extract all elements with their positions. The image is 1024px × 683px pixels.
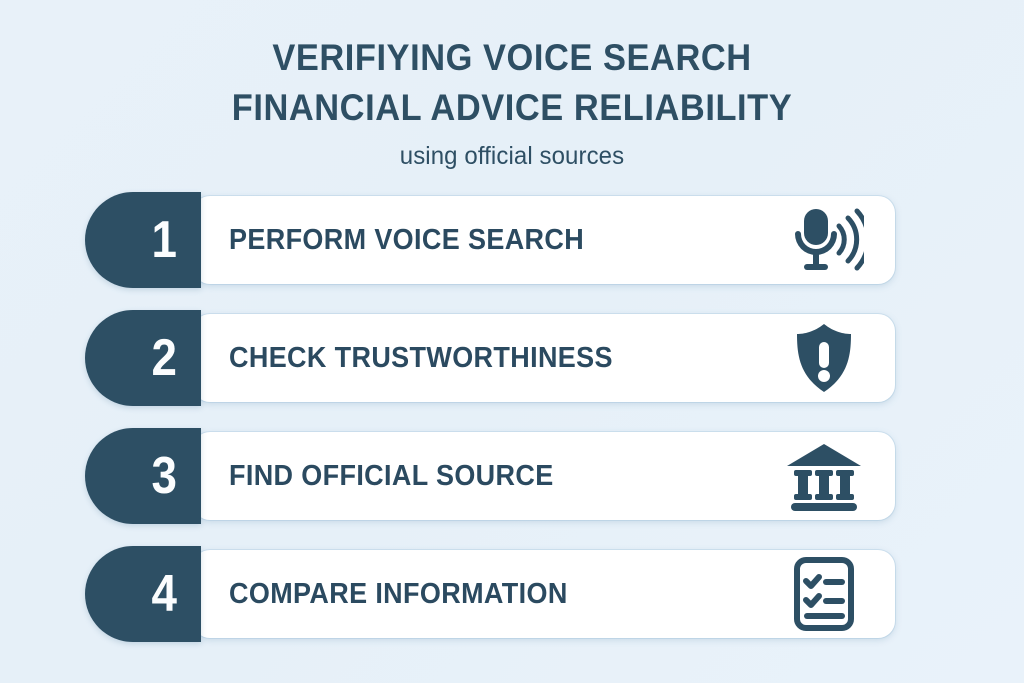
step-label-3: FIND OFFICIAL SOURCE (229, 459, 554, 492)
step-number-block-3: 3 (85, 428, 201, 524)
step-item-1: PERFORM VOICE SEARCH (85, 192, 895, 288)
page-title-line-1: VERIFIYING VOICE SEARCH (272, 37, 752, 78)
microphone-icon (781, 203, 867, 277)
checklist-icon (781, 557, 867, 631)
shield-exclamation-icon (781, 321, 867, 395)
step-number-block-1: 1 (85, 192, 201, 288)
step-number-block-4: 4 (85, 546, 201, 642)
step-number-4: 4 (151, 565, 177, 623)
step-number-1: 1 (151, 211, 177, 269)
step-card-2: CHECK TRUSTWORTHINESS (193, 314, 895, 402)
header: VERIFIYING VOICE SEARCH FINANCIAL ADVICE… (0, 0, 1024, 171)
step-item-2: CHECK TRUSTWORTHINESS 2 (85, 310, 895, 406)
step-card-3: FIND OFFICIAL SOURCE (193, 432, 895, 520)
page-subtitle: using official sources (399, 142, 625, 170)
steps-list: PERFORM VOICE SEARCH (85, 192, 895, 642)
step-number-2: 2 (151, 329, 177, 387)
step-number-block-2: 2 (85, 310, 201, 406)
step-number-3: 3 (151, 447, 177, 505)
page-title-line-2: FINANCIAL ADVICE RELIABILITY (231, 87, 793, 128)
step-card-1: PERFORM VOICE SEARCH (193, 196, 895, 284)
step-label-4: COMPARE INFORMATION (229, 577, 568, 610)
step-label-2: CHECK TRUSTWORTHINESS (229, 341, 613, 374)
step-card-4: COMPARE INFORMATION (193, 550, 895, 638)
step-item-4: COMPARE INFORMATION 4 (85, 546, 895, 642)
step-item-3: FIND OFFICIAL SOURCE (85, 428, 895, 524)
step-label-1: PERFORM VOICE SEARCH (229, 223, 585, 256)
bank-building-icon (781, 439, 867, 513)
